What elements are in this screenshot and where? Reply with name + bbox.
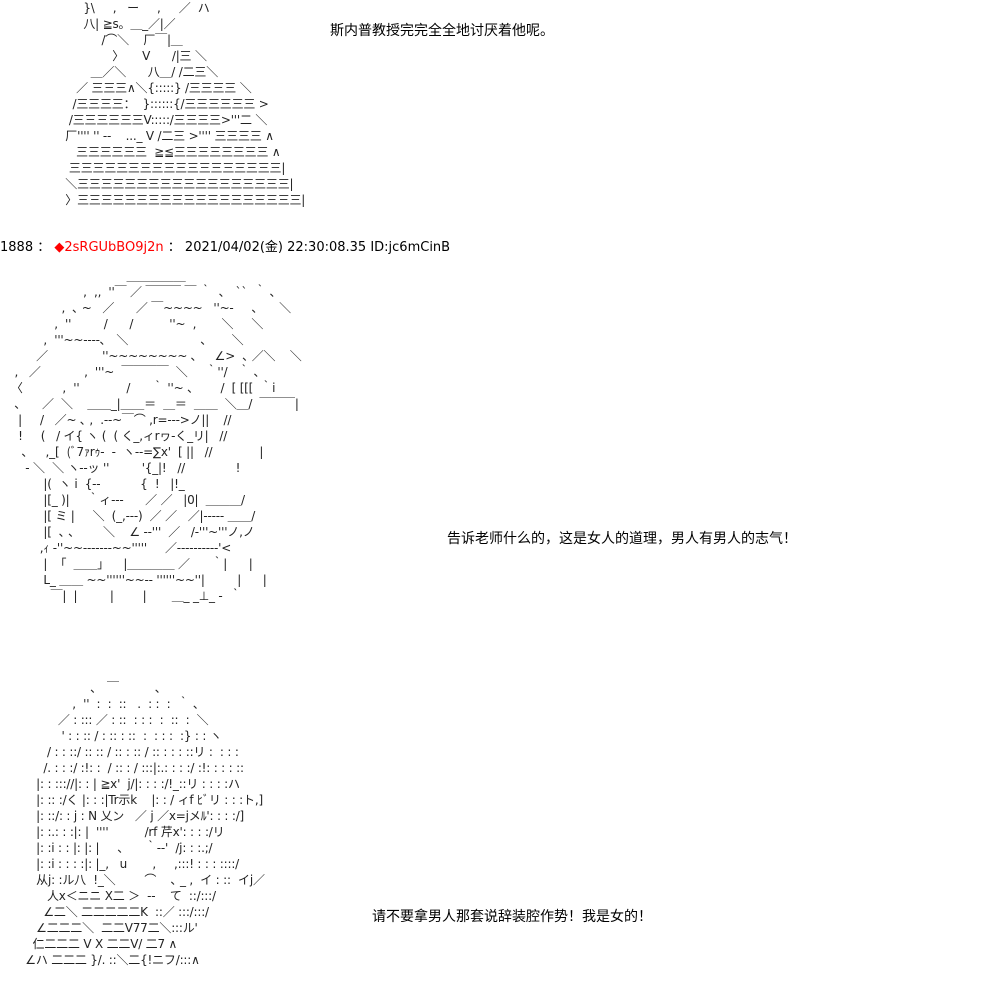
art-line: | 「 ＿＿」 |＿＿＿＿ ／ ｀| | xyxy=(0,557,253,571)
ascii-art-portrait: ､ ￣ ､ , '' : : :: . : : : ｀ ､ ／ : ::: ／ … xyxy=(0,680,265,968)
post-header: 1888 ： ◆2sRGUbBO9j2n ： 2021/04/02(金) 22:… xyxy=(0,236,450,255)
art-line: }\ , ー , ／ ハ xyxy=(40,1,210,15)
art-line: /三三三三三三V:::::/三三三三>'''二 ＼ xyxy=(40,113,268,127)
art-line: ＿＿＿＿＿ xyxy=(0,269,186,283)
art-line: ! ( / イ{ ヽ ( ( く_,ィrヮ‐く_リ| // xyxy=(0,429,228,443)
art-line: /⌒＼ 厂￣|＿ xyxy=(40,33,183,47)
ascii-art-face: ＿＿＿＿＿ , ,, ''￣ ／ ￣￣￣ ￣ ｀ ､ `` ｀ ､ , ､ ~ … xyxy=(0,268,302,604)
art-line: ,ｨ ‐''~~‐‐‐‐‐‐‐~~''''' ／‐‐‐‐‐‐‐‐‐‐'< xyxy=(0,541,232,555)
art-line: / : : ::/ :: :: / :: : :: / :: : : : ::リ… xyxy=(0,745,239,759)
art-line: , ,, ''￣ ／ ￣￣￣ ￣ ｀ ､ `` ｀ ､ xyxy=(0,285,276,299)
art-line: 八| ≧s。＿_／|／ xyxy=(40,17,176,31)
art-line: 厂'''' '' ‐‐ ..._ V /二三 >'''' 三三三三 ∧ xyxy=(40,129,274,143)
art-line: 人x＜ニニ X二 ＞ ‐‐ て ::/:::/ xyxy=(0,889,216,903)
post-separator-2: ： xyxy=(167,240,181,255)
art-line: 〉 V /|三 ＼ xyxy=(40,49,207,63)
art-line: 〉三三三三三三三三三三三三三三三三三三三| xyxy=(40,193,306,207)
art-line: ∠二＼ 二二二二二K ::／ :::/:::/ xyxy=(0,905,209,919)
art-line: ' : : :: / : :: : :: : : : : :} : : ヽ xyxy=(0,729,222,743)
post-separator: ： xyxy=(37,240,51,255)
art-line: |: ::/: : j : N 乂ン ／ j ／x=jメﾙ': : : :/] xyxy=(0,809,245,823)
post-datetime: 2021/04/02(金) 22:30:08.35 xyxy=(184,240,367,255)
art-line: 从j: :ル八 !_＼ ⌒ ､ _ , イ : :: イj／ xyxy=(0,873,265,887)
art-line: ／ : ::: ／ : :: : : : : :: : ＼ xyxy=(0,713,209,727)
trip-diamond-icon: ◆ xyxy=(54,240,65,255)
art-line: L_ ＿＿ ~~''''''~~‐‐ ''''''~~''| | | xyxy=(0,573,267,587)
art-line: , '' : : :: . : : : ｀ ､ xyxy=(0,697,199,711)
art-line: ､ ／ ＼ ＿＿_|＿＿＝ ＿＝ ＿＿ ＼＿/ ￣￣￣| xyxy=(0,397,299,411)
art-line: |: :.: : :|: | '''' /rf 芹x': : : :/リ xyxy=(0,825,225,839)
art-line: ＼三三三三三三三三三三三三三三三三三三| xyxy=(40,177,294,191)
art-line: 仁二二二 V X 二二V/ 二7 ∧ xyxy=(0,937,178,951)
art-line: , ､ ~ ／ ／ ￣~~~~ ''~- ､ ＼ xyxy=(0,301,291,315)
art-line: 三三三三三三 ≧≦三三三三三三三三 ∧ xyxy=(40,145,281,159)
art-line: ／ 三三三∧＼{:::::} /三三三三 ＼ xyxy=(40,81,252,95)
art-line: ￣| | | | ＿_ _⊥_ ‐ ｀ xyxy=(0,589,242,603)
art-line: |: :i : : |: |: | ､ ｀‐‐' /j: : :.;/ xyxy=(0,841,213,855)
art-line: 三三三三三三三三三三三三三三三三三三| xyxy=(40,161,286,175)
art-line: ､ ￣ ､ xyxy=(0,681,161,695)
art-line: |: : ::://|: : | ≧x' j/|: : : :/!_::リ : … xyxy=(0,777,240,791)
dialog-line-3: 请不要拿男人那套说辞装腔作势！我是女的！ xyxy=(372,909,652,925)
art-line: ＿／＼ 八＿/ /二三＼ xyxy=(40,65,219,79)
post-number[interactable]: 1888 xyxy=(0,240,34,255)
art-line: |[ ミ | ＼ (_,‐‐‐) ／ ／ ／|‐‐‐‐‐ ＿＿/ xyxy=(0,509,256,523)
dialog-line-1: 斯内普教授完完全全地讨厌着他呢。 xyxy=(330,23,554,39)
art-line: ／ ''~~~~~~~~ ､ ∠> ､ ／＼ ＼ xyxy=(0,349,302,363)
art-line: 〈 , '' / ｀ ''~ 、 / [ [[[ ｀i xyxy=(0,381,276,395)
art-line: ‐ ＼ ＼ ヽ‐‐ッ '' '{_|! // ! xyxy=(0,461,241,475)
art-line: , ／ , '''~ ￣￣￣￣ ＼ ｀''/ ｀ ､ xyxy=(0,365,260,379)
art-line: /. : : :/ :!: : / :: : / :::|:.: : : :/ … xyxy=(0,761,244,775)
art-line: /三三三三： }::::::{/三三三三三三 > xyxy=(40,97,269,111)
art-line: |( ヽ i {‐‐ { ! |!_ xyxy=(0,477,185,491)
art-line: | / ／~ ､ , .‐‐~￣⌒ ,r=‐‐‐>ノ|| // xyxy=(0,413,232,427)
art-line: |[ ､ ､ ＼ ∠ ‐‐''' ／ /‐'''~'''ノ,ノ xyxy=(0,525,255,539)
art-line: ∠二二二＼ 二二V77二＼:::ル' xyxy=(0,921,198,935)
art-line: , '''~~----､ ＼ ､ ＼ xyxy=(0,333,244,347)
poster-name: 2sRGUbBO9j2n xyxy=(64,240,164,255)
art-line: , '' / / ''~ , ＼ ＼ xyxy=(0,317,264,331)
post-id: ID:jc6mCinB xyxy=(370,240,451,255)
art-line: |: :i : : : :|: |_, u , ,:::! : : : ::::… xyxy=(0,857,240,871)
dialog-line-2: 告诉老师什么的，这是女人的道理，男人有男人的志气！ xyxy=(447,531,797,547)
art-line: |[_ )| ｀ィ‐‐‐ ／ ／ |0| ＿＿＿/ xyxy=(0,493,245,507)
art-line: ､ ,_[ (ﾞ7ｧrｩ‐ ‐ ヽ‐‐=∑x' [ || // | xyxy=(0,445,264,459)
ascii-art-cloak: }\ , ー , ／ ハ 八| ≧s。＿_／|／ /⌒＼ 厂￣|＿ 〉 V /|… xyxy=(40,0,305,208)
art-line: ∠ハ 二二二 }/. ::＼二{!ニフ/:::∧ xyxy=(0,953,200,967)
art-line: |: :: :/く |: : :|Tr示k |: : / ィf ﾋﾞリ : : … xyxy=(0,793,263,807)
